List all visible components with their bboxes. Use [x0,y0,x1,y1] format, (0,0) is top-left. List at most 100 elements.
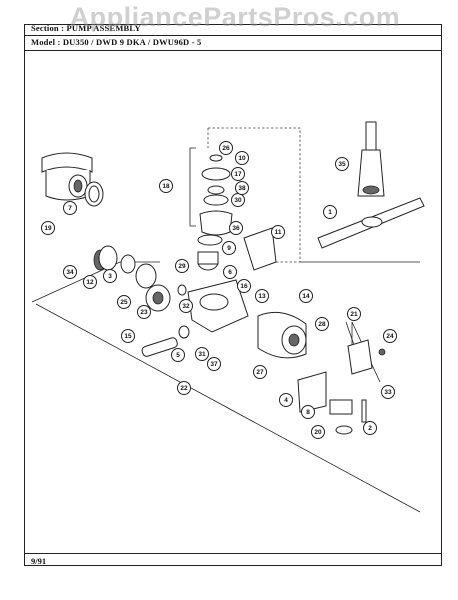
impeller-stack-part [197,154,233,246]
pump-housing-part [187,251,249,333]
clamp-ring-part [84,181,104,207]
callout-circle [383,329,397,343]
callout-circle [179,299,193,313]
seal-series-part [93,245,187,312]
callout-22: 22 [177,381,191,395]
callout-label: 29 [178,263,186,270]
diagram-frame: Section : PUMP ASSEMBLY Model : DU350 / … [24,23,442,566]
bracket-18 [189,147,196,227]
callout-17: 17 [231,167,245,181]
callout-label: 13 [258,293,266,300]
footer-rule [25,553,441,554]
callout-label: 14 [302,293,310,300]
callout-label: 25 [120,299,128,306]
callout-35: 35 [335,157,349,171]
callout-16: 16 [237,279,251,293]
callout-circle [253,365,267,379]
callout-label: 12 [86,279,94,286]
callout-label: 8 [306,409,310,416]
callout-label: 16 [240,283,248,290]
callout-10: 10 [235,151,249,165]
callout-circle [271,225,285,239]
spray-arm-boundary [208,127,301,263]
callout-circle [347,307,361,321]
motor-part [257,311,307,359]
callout-circle [323,205,337,219]
callout-label: 11 [275,229,282,236]
callout-circle [335,157,349,171]
callout-18: 18 [159,179,173,193]
callout-circle [301,405,315,419]
callout-circle [279,393,293,407]
callout-25: 25 [117,295,131,309]
callout-circle [235,151,249,165]
callout-circle [41,221,55,235]
callout-27: 27 [253,365,267,379]
callout-34: 34 [63,265,77,279]
callout-circle [175,259,189,273]
callout-label: 32 [182,303,190,310]
callout-24: 24 [383,329,397,343]
callout-label: 18 [162,183,170,190]
callout-label: 30 [234,197,242,204]
callout-12: 12 [83,275,97,289]
callout-circle [231,167,245,181]
callout-23: 23 [137,305,151,319]
callout-label: 22 [180,385,188,392]
callout-label: 1 [328,209,332,216]
callout-label: 15 [124,333,132,340]
callout-4: 4 [279,393,293,407]
callout-5: 5 [171,348,185,362]
spray-tube-part [357,121,385,197]
callout-label: 4 [284,397,288,404]
callout-29: 29 [175,259,189,273]
callout-label: 31 [198,351,206,358]
callout-7: 7 [63,201,77,215]
callout-2: 2 [363,421,377,435]
callout-label: 27 [256,369,264,376]
spray-arm-part [317,197,425,249]
callout-circle [363,421,377,435]
callout-19: 19 [41,221,55,235]
shield-part [243,227,277,271]
callout-28: 28 [315,317,329,331]
callout-circle [311,425,325,439]
callout-13: 13 [255,289,269,303]
small-clamp-part [178,325,190,339]
base-outline-lower [35,303,421,513]
callout-label: 7 [68,205,72,212]
callout-label: 21 [350,311,358,318]
callout-label: 6 [228,269,232,276]
callout-label: 23 [140,309,148,316]
callout-circle [137,305,151,319]
callout-circle [121,329,135,343]
model-line: Model : DU350 / DWD 9 DKA / DWU96D - 5 [31,37,202,47]
callout-21: 21 [347,307,361,321]
callout-circle [177,381,191,395]
callout-38: 38 [235,181,249,195]
header-rule-bottom [25,50,441,51]
callout-3: 3 [103,269,117,283]
callout-label: 26 [222,145,230,152]
section-title: Section : PUMP ASSEMBLY [31,23,141,33]
header-rule-top [25,35,441,36]
callout-circle [83,275,97,289]
solenoid-bracket-part [297,339,386,435]
callout-circle [229,221,243,235]
callout-1: 1 [323,205,337,219]
callout-label: 5 [176,352,180,359]
callout-14: 14 [299,289,313,303]
callout-label: 35 [338,161,346,168]
callout-label: 36 [232,225,240,232]
callout-6: 6 [223,265,237,279]
callout-label: 3 [108,273,112,280]
callout-circle [315,317,329,331]
footer-date: 9/91 [31,556,47,566]
callout-label: 24 [386,333,394,340]
callout-36: 36 [229,221,243,235]
callout-circle [207,357,221,371]
callout-label: 20 [314,429,322,436]
callout-label: 17 [234,171,242,178]
callout-label: 10 [238,155,246,162]
